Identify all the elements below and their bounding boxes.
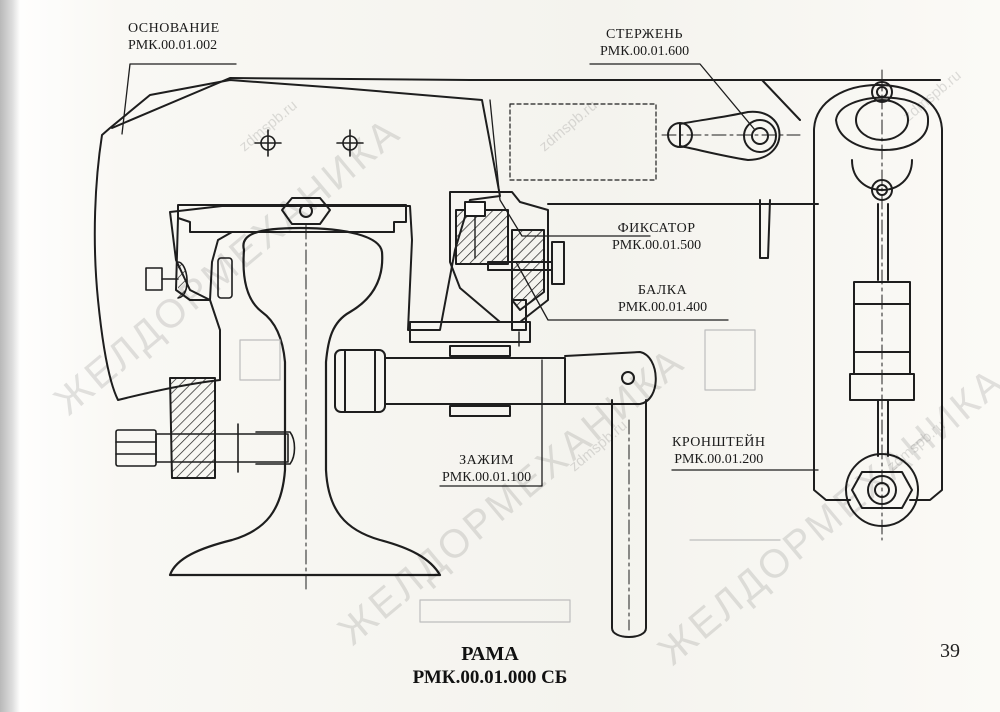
beam-plate (409, 321, 531, 343)
clamp-handle (611, 399, 647, 638)
callout-bracket-name: КРОНШТЕЙН (672, 435, 766, 450)
long-rod (759, 199, 771, 259)
rod-arm (661, 110, 801, 161)
name-plate (509, 103, 657, 181)
leader-beam (515, 261, 729, 321)
left-clamp-bolt (145, 257, 233, 299)
latch-block (449, 191, 565, 347)
drawing-title-code: РМК.00.01.000 СБ (412, 667, 568, 688)
frame-yoke-leg (175, 217, 233, 301)
base-hatched-block (169, 377, 216, 479)
callout-clamp: ЗАЖИМ РМК.00.01.100 (442, 452, 531, 486)
bleed-through-ghost (239, 329, 781, 623)
leader-lines (121, 63, 819, 487)
callout-beam-name: БАЛКА (637, 283, 688, 298)
callout-rod-code: РМК.00.01.600 (600, 44, 690, 59)
callout-base-name: ОСНОВАНИЕ (128, 21, 220, 36)
leader-clamp (439, 359, 543, 487)
callout-beam: БАЛКА РМК.00.01.400 (618, 282, 707, 316)
callout-latch-name: ФИКСАТОР (617, 221, 696, 236)
callout-latch: ФИКСАТОР РМК.00.01.500 (612, 220, 701, 254)
yoke-nut (281, 197, 331, 225)
drawing-title-name: РАМА (461, 643, 519, 665)
drawing-title: РАМА РМК.00.01.000 СБ (380, 642, 600, 690)
callout-base-code: РМК.00.01.002 (128, 38, 218, 53)
base-top-edge (111, 77, 471, 129)
page-number: 39 (940, 640, 960, 662)
rail-profile (168, 226, 442, 577)
yoke-nut-bore (299, 204, 313, 218)
callout-beam-code: РМК.00.01.400 (618, 300, 708, 315)
callout-base: ОСНОВАНИЕ РМК.00.01.002 (128, 20, 220, 54)
callout-clamp-name: ЗАЖИМ (459, 453, 514, 468)
callout-latch-code: РМК.00.01.500 (612, 238, 702, 253)
clamp-screw (334, 345, 657, 417)
callout-bracket: КРОНШТЕЙН РМК.00.01.200 (672, 434, 765, 468)
leader-rod (589, 63, 756, 131)
frame-yoke (177, 204, 407, 233)
callout-clamp-code: РМК.00.01.100 (442, 470, 532, 485)
top-beam-diagonal (761, 79, 801, 121)
leader-latch (489, 99, 651, 237)
base-body-outline (93, 79, 501, 401)
callout-bracket-code: РМК.00.01.200 (674, 452, 764, 467)
page-gutter-shadow (0, 0, 20, 712)
base-mounting-holes (254, 129, 364, 157)
rail-web-bolt (115, 423, 296, 473)
bracket (813, 69, 943, 541)
callout-rod: СТЕРЖЕНЬ РМК.00.01.600 (600, 26, 689, 60)
leader-base (121, 63, 237, 135)
callout-rod-name: СТЕРЖЕНЬ (606, 27, 684, 42)
